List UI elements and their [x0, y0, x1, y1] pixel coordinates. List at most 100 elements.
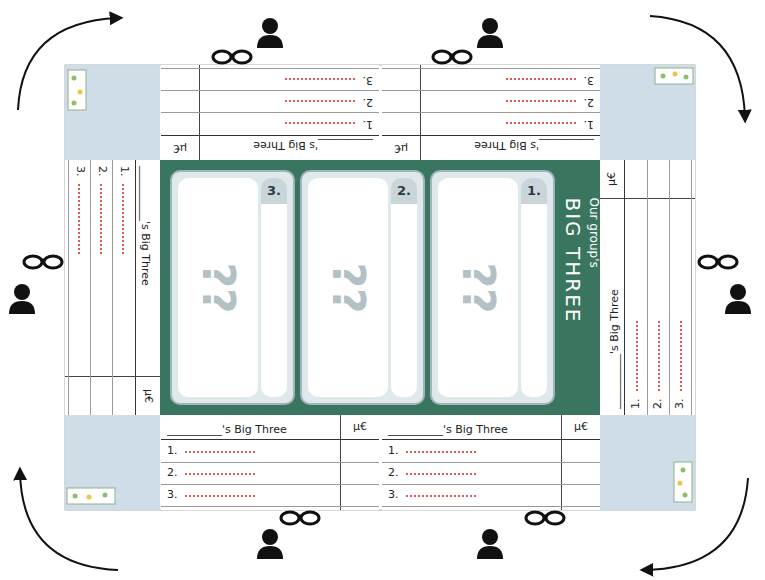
answer-row: 2. [382, 462, 600, 485]
answer-row: 3. [161, 68, 379, 91]
sheet-header: __________'s Big Three µ€ [600, 160, 625, 415]
row-number: 1. [363, 118, 374, 131]
name-line: __________'s Big Three [167, 423, 287, 436]
dotted-line [122, 184, 124, 254]
name-line: __________'s Big Three [388, 423, 508, 436]
number-strip: 3. [261, 178, 287, 397]
answer-box: ?? [178, 178, 258, 397]
dotted-line [185, 451, 255, 453]
points-column-line [65, 376, 160, 377]
row-number: 2. [363, 96, 374, 109]
student-sheet: __________'s Big Three µ€ 1. 2. 3. [382, 65, 600, 160]
dotted-line [406, 495, 476, 497]
sheet-header: __________'s Big Three µ€ [135, 160, 160, 415]
dotted-line [680, 321, 682, 391]
row-number: 2. [388, 466, 399, 479]
sheet-header: __________'s Big Three µ€ [161, 135, 379, 160]
answer-row: 2. [647, 160, 670, 415]
row-number: 1. [584, 118, 595, 131]
dotted-line [185, 473, 255, 475]
answer-row: 2. [382, 90, 600, 113]
number-strip: 2. [391, 178, 417, 397]
student-sheet: __________'s Big Three µ€ 1. 2. 3. [161, 65, 379, 160]
name-line: __________'s Big Three [139, 166, 152, 286]
dotted-line [636, 321, 638, 391]
question-mark: ?? [453, 262, 504, 313]
answer-row: 3. [382, 484, 600, 507]
panel-heading: BIG THREE [559, 198, 585, 405]
dotted-line [185, 495, 255, 497]
answer-row: 3. [669, 160, 692, 415]
row-number: 2. [167, 466, 178, 479]
row-number: 1. [118, 166, 131, 177]
answer-row: 1. [625, 160, 648, 415]
points-label: µ€ [600, 160, 624, 198]
sheet-header: __________'s Big Three µ€ [161, 415, 379, 440]
callout-number: 3. [261, 183, 287, 198]
answer-row: 2. [90, 160, 113, 415]
row-number: 2. [651, 398, 664, 409]
answer-row: 1. [112, 160, 135, 415]
name-line: __________'s Big Three [253, 139, 373, 152]
callout-number: 1. [521, 183, 547, 198]
student-sheet: __________'s Big Three µ€ 1. 2. 3. [161, 415, 379, 510]
row-number: 3. [673, 398, 686, 409]
dotted-line [506, 100, 576, 102]
corner-squares [65, 65, 695, 510]
dotted-line [285, 122, 355, 124]
row-number: 3. [74, 166, 87, 177]
answer-row: 1. [161, 112, 379, 135]
dotted-line [506, 122, 576, 124]
rotation-arrows [18, 16, 748, 570]
dotted-line [406, 451, 476, 453]
answer-row: 2. [161, 90, 379, 113]
row-number: 3. [388, 488, 399, 501]
student-sheet: __________'s Big Three µ€ 1. 2. 3. [65, 160, 160, 415]
dotted-line [506, 78, 576, 80]
row-number: 1. [629, 398, 642, 409]
panel-title: Our group'sBIG THREE [553, 170, 601, 405]
row-number: 2. [96, 166, 109, 177]
student-sheet: __________'s Big Threeµ€ 1. 2. 3. [382, 415, 600, 510]
answer-box: ?? [438, 178, 518, 397]
dotted-line [285, 100, 355, 102]
idea-column: ?? 1. [430, 170, 555, 405]
group-panel: Our group'sBIG THREE?? 1.?? 2.?? 3. [160, 160, 600, 415]
answer-row: 3. [161, 484, 379, 507]
row-number: 1. [167, 444, 178, 457]
student-sheet: __________'s Big Three µ€ 1. 2. 3. [600, 160, 695, 415]
question-mark: ?? [323, 262, 374, 313]
points-label: µ€ [136, 377, 160, 415]
points-label: µ€ [382, 136, 420, 160]
glasses-icons [24, 51, 737, 524]
dotted-line [406, 473, 476, 475]
row-number: 3. [167, 488, 178, 501]
points-column-line [600, 198, 695, 199]
name-line: __________'s Big Three [474, 139, 594, 152]
callout-number: 2. [391, 183, 417, 198]
panel-heading: Our group's [585, 198, 601, 405]
dotted-line [285, 78, 355, 80]
answer-row: 3. [68, 160, 91, 415]
sheet-header: __________'s Big Threeµ€ [382, 415, 600, 440]
points-label: µ€ [161, 136, 199, 160]
row-number: 1. [388, 444, 399, 457]
row-number: 3. [363, 74, 374, 87]
answer-row: 2. [161, 462, 379, 485]
answer-row: 3. [382, 68, 600, 91]
answer-row: 1. [161, 440, 379, 463]
number-strip: 1. [521, 178, 547, 397]
mat-outline [65, 65, 695, 510]
sheet-header: __________'s Big Three µ€ [382, 135, 600, 160]
dotted-line [78, 184, 80, 254]
dotted-line [100, 184, 102, 254]
row-number: 3. [584, 74, 595, 87]
answer-row: 1. [382, 440, 600, 463]
dotted-line [658, 321, 660, 391]
points-label: µ€ [341, 415, 379, 439]
idea-column: ?? 2. [300, 170, 425, 405]
question-mark: ?? [193, 262, 244, 313]
idea-column: ?? 3. [170, 170, 295, 405]
name-line: __________'s Big Three [608, 289, 621, 409]
